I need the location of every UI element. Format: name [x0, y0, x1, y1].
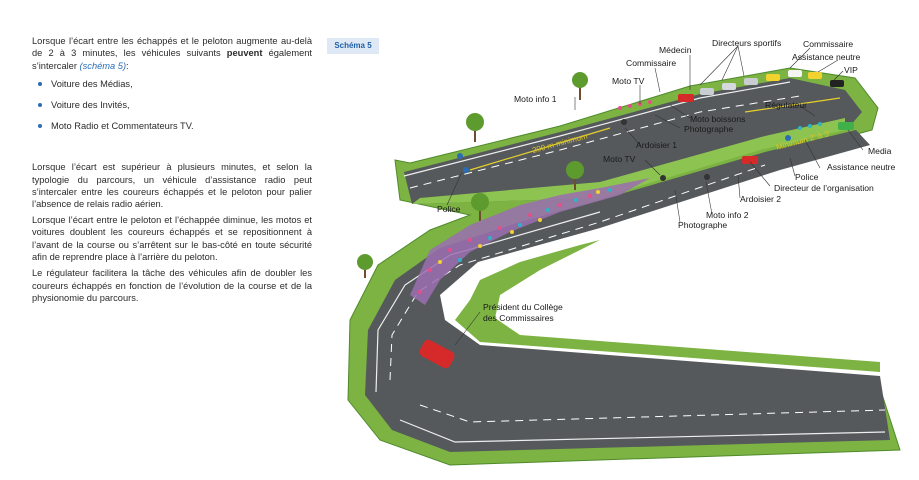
label-commissaire-top: Commissaire	[803, 39, 853, 49]
list-item: Voiture des Invités,	[32, 99, 312, 111]
car-red-president	[419, 339, 455, 369]
intro-colon: :	[126, 60, 129, 71]
label-vip: VIP	[844, 65, 858, 75]
car-red	[678, 94, 694, 102]
tree-icon	[572, 72, 588, 100]
paragraph-gap: Lorsque l’écart entre le peloton et l’éc…	[32, 214, 312, 263]
second-block: Lorsque l’écart est supérieur à plusieur…	[32, 161, 312, 304]
tree-icon	[471, 193, 489, 221]
label-photographe-2: Photographe	[678, 220, 727, 230]
label-moto-info-1: Moto info 1	[514, 94, 557, 104]
moto	[463, 167, 469, 173]
label-ardoisier-2: Ardoisier 2	[740, 194, 781, 204]
car-yellow	[808, 72, 822, 79]
car-green	[838, 122, 854, 130]
car-silver	[744, 78, 758, 85]
label-media: Media	[868, 146, 892, 156]
label-regulateur: Régulateur	[765, 100, 807, 110]
label-leaders	[446, 45, 864, 346]
intro-text-2: également s’intercaler	[32, 48, 313, 71]
car-silver	[700, 88, 714, 95]
vehicles	[419, 70, 854, 369]
car-white	[788, 70, 802, 77]
moto	[621, 119, 627, 125]
paragraph-intro: Lorsque l’écart entre les échappés et le…	[32, 35, 312, 72]
diagram-labels: Directeurs sportifs Commissaire Médecin …	[437, 38, 896, 323]
intro-text: Lorsque l’écart entre les échappés et le…	[32, 36, 312, 59]
label-president-line1: Président du Collège	[483, 302, 563, 312]
label-president-line2: des Commissaires	[483, 313, 554, 323]
paragraph-regulateur: Le régulateur facilitera la tâche des vé…	[32, 268, 312, 304]
tree-icon	[566, 161, 584, 190]
label-directeur-organisation: Directeur de l’organisation	[774, 183, 874, 193]
car-black	[830, 80, 844, 87]
label-moto-boissons: Moto boissons	[690, 114, 745, 124]
list-item: Voiture des Médias,	[32, 78, 312, 90]
schema-badge: Schéma 5	[327, 38, 379, 54]
label-directeurs-sportifs: Directeurs sportifs	[712, 38, 781, 48]
label-moto-tv-2: Moto TV	[603, 154, 636, 164]
car-yellow	[766, 74, 780, 81]
trees	[357, 72, 588, 278]
label-assistance-neutre-right: Assistance neutre	[827, 162, 896, 172]
intro-bold: peuvent	[226, 48, 263, 59]
car-red	[742, 156, 758, 164]
car-silver	[722, 83, 736, 90]
label-medecin: Médecin	[659, 45, 692, 55]
vehicle-list: Voiture des Médias, Voiture des Invités,…	[32, 78, 312, 132]
label-moto-info-2: Moto info 2	[706, 210, 749, 220]
tree-icon	[357, 254, 373, 278]
list-item: Moto Radio et Commentateurs TV.	[32, 120, 312, 132]
moto	[704, 174, 710, 180]
paragraph-radio: Lorsque l’écart est supérieur à plusieur…	[32, 162, 312, 210]
label-ardoisier-1: Ardoisier 1	[636, 140, 677, 150]
moto	[660, 175, 666, 181]
label-police-left: Police	[437, 204, 461, 214]
label-assistance-neutre-top: Assistance neutre	[792, 52, 861, 62]
moto	[457, 153, 463, 159]
tree-icon	[466, 113, 484, 142]
moto	[785, 135, 791, 141]
schema-reference-link[interactable]: (schéma 5)	[79, 60, 127, 71]
label-commissaire-left: Commissaire	[626, 58, 676, 68]
body-text: Lorsque l’écart entre les échappés et le…	[32, 35, 312, 308]
label-police-right: Police	[795, 172, 819, 182]
label-moto-tv-1: Moto TV	[612, 76, 645, 86]
label-photographe-1: Photographe	[684, 124, 733, 134]
